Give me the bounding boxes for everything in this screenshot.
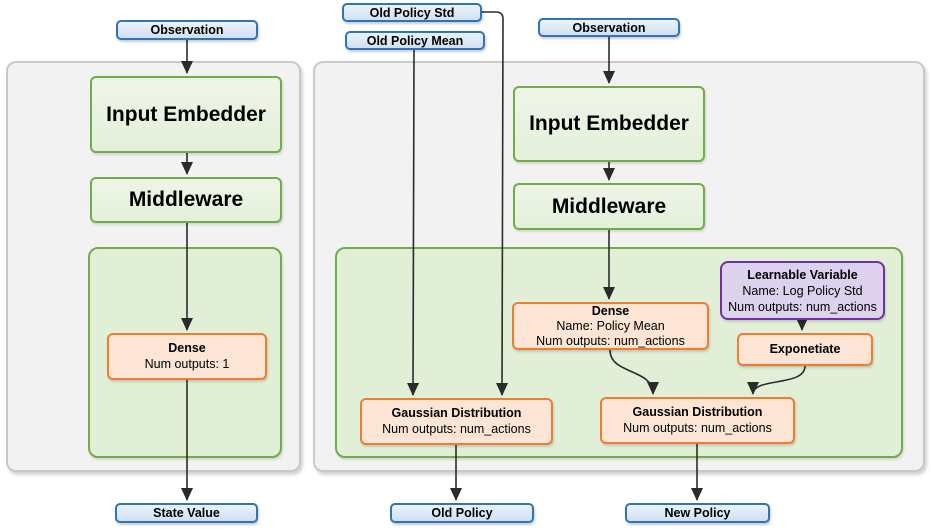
- gaussian-distribution-old-title: Gaussian Distribution: [391, 406, 522, 420]
- observation-right-label: Observation: [572, 20, 646, 35]
- gaussian-distribution-old-node: Gaussian Distribution Num outputs: num_a…: [360, 398, 553, 445]
- dense-left-outputs: Num outputs: 1: [144, 356, 230, 371]
- observation-left-node: Observation: [116, 20, 258, 40]
- middleware-left-label: Middleware: [128, 188, 244, 211]
- old-policy-label: Old Policy: [431, 506, 493, 520]
- input-embedder-left-label: Input Embedder: [106, 102, 266, 126]
- dense-left-node: Dense Num outputs: 1: [107, 333, 267, 380]
- learnable-variable-name: Name: Log Policy Std: [742, 283, 863, 298]
- old-policy-mean-node: Old Policy Mean: [345, 31, 485, 50]
- input-embedder-right-node: Input Embedder: [513, 86, 705, 162]
- observation-left-label: Observation: [150, 23, 224, 37]
- state-value-node: State Value: [115, 503, 258, 523]
- middleware-right-label: Middleware: [551, 194, 667, 218]
- old-policy-std-node: Old Policy Std: [342, 3, 482, 22]
- dense-left-title: Dense: [168, 341, 206, 355]
- new-policy-node: New Policy: [625, 503, 770, 523]
- dense-policy-mean-outputs: Num outputs: num_actions: [536, 333, 685, 348]
- gaussian-distribution-new-node: Gaussian Distribution Num outputs: num_a…: [600, 397, 795, 444]
- state-value-label: State Value: [153, 506, 220, 520]
- gaussian-distribution-new-outputs: Num outputs: num_actions: [623, 420, 772, 435]
- middleware-left-node: Middleware: [90, 177, 282, 223]
- old-policy-node: Old Policy: [390, 503, 534, 523]
- exponetiate-node: Exponetiate: [737, 333, 873, 366]
- input-embedder-right-label: Input Embedder: [529, 112, 689, 135]
- learnable-variable-node: Learnable Variable Name: Log Policy Std …: [720, 261, 885, 320]
- input-embedder-left-node: Input Embedder: [90, 76, 282, 153]
- new-policy-label: New Policy: [664, 506, 731, 520]
- middleware-right-node: Middleware: [513, 183, 705, 230]
- dense-policy-mean-node: Dense Name: Policy Mean Num outputs: num…: [512, 302, 709, 350]
- dense-policy-mean-title: Dense: [591, 303, 630, 318]
- dense-policy-mean-name: Name: Policy Mean: [556, 318, 665, 333]
- observation-right-node: Observation: [538, 18, 680, 37]
- gaussian-distribution-old-outputs: Num outputs: num_actions: [382, 421, 531, 436]
- gaussian-distribution-new-title: Gaussian Distribution: [632, 405, 763, 419]
- old-policy-std-label: Old Policy Std: [369, 5, 455, 20]
- learnable-variable-title: Learnable Variable: [747, 267, 858, 282]
- learnable-variable-outputs: Num outputs: num_actions: [728, 299, 877, 314]
- old-policy-mean-label: Old Policy Mean: [366, 33, 464, 48]
- exponetiate-label: Exponetiate: [769, 341, 841, 356]
